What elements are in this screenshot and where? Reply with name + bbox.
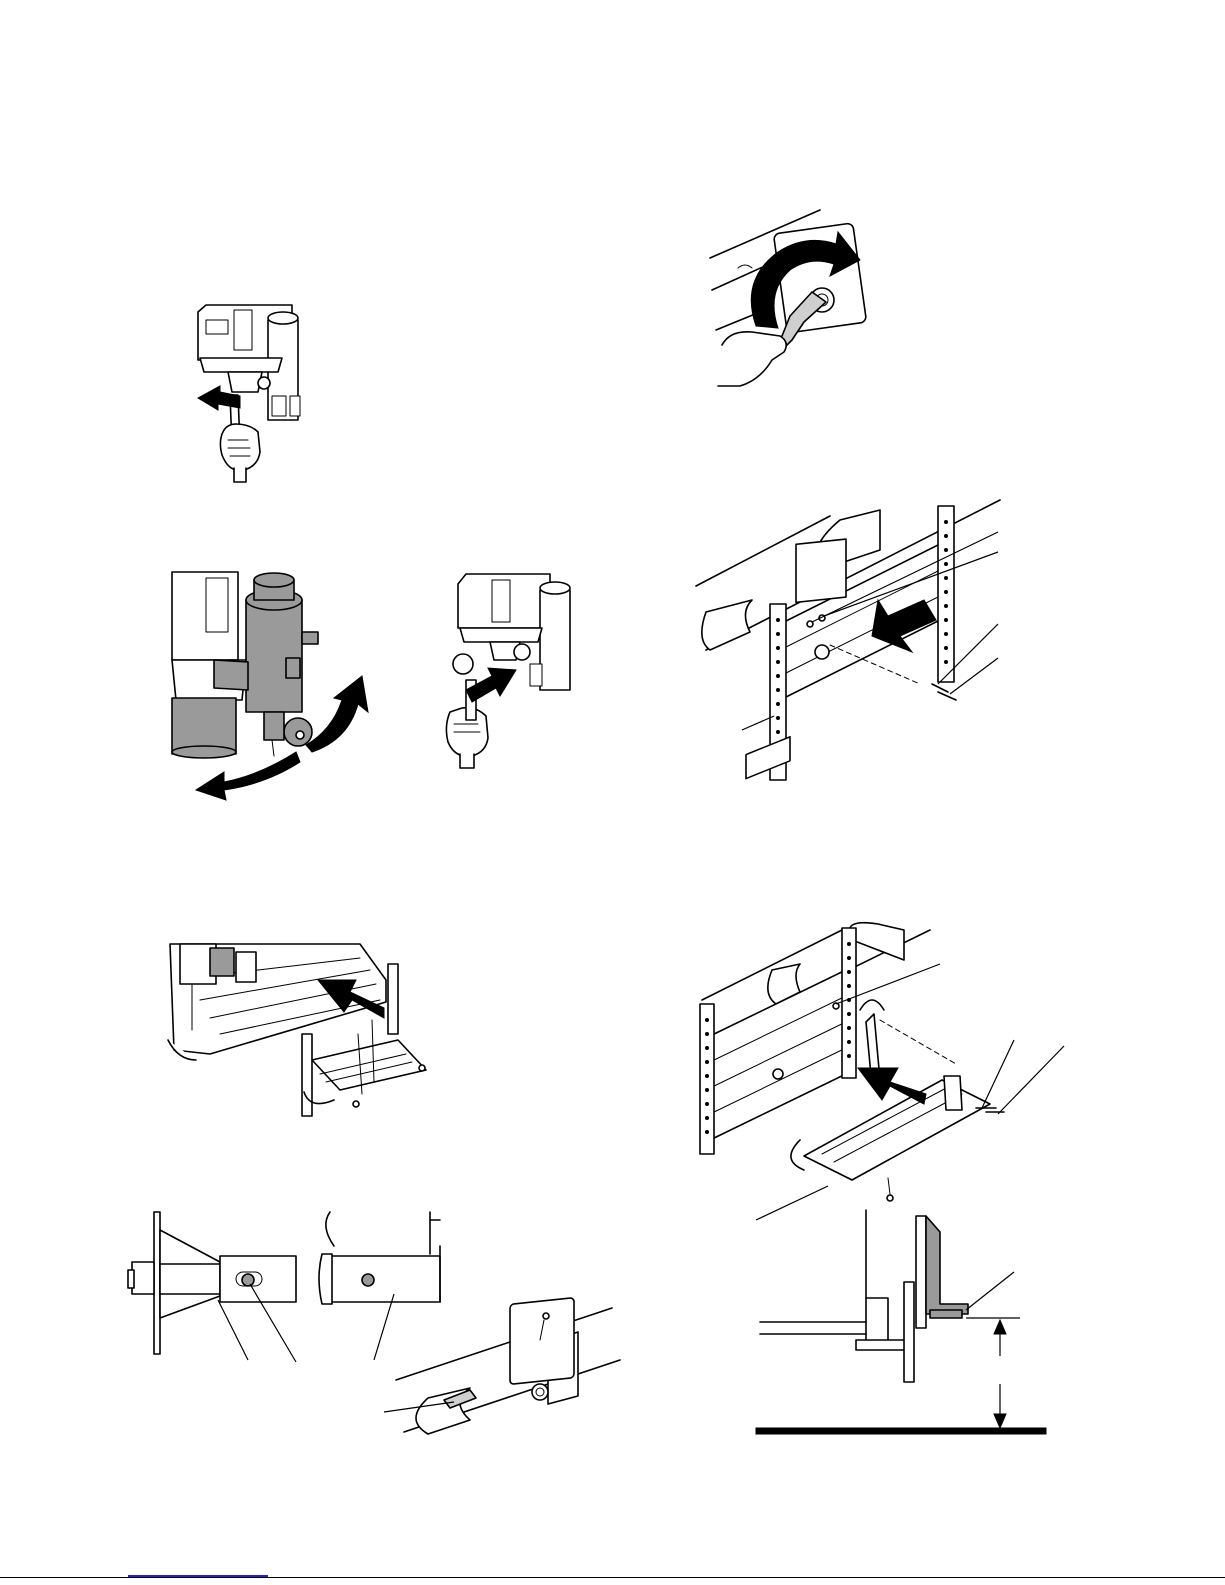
floor-line [756,1428,1046,1434]
fig-cart-frame [168,944,426,1116]
fig-pin-detail [128,1212,620,1434]
fig-bracket-mount [696,500,1000,780]
fig-wrench-tighten [710,210,867,386]
hand-icon [718,332,786,386]
fig-height-detail [756,1210,1046,1434]
fig-drain-valve-open [172,572,368,800]
footer-rule [0,1577,1225,1578]
arrow-diagonal-icon [858,1068,926,1104]
footer-link[interactable] [128,1575,268,1577]
arrow-rotate-down-icon [196,752,300,800]
arrow-rotate-up-icon [306,676,368,752]
fig-valve-handle-close [198,305,300,482]
fig-tray-mount [700,737,1064,1220]
fig-valve-handle-open [446,574,570,768]
